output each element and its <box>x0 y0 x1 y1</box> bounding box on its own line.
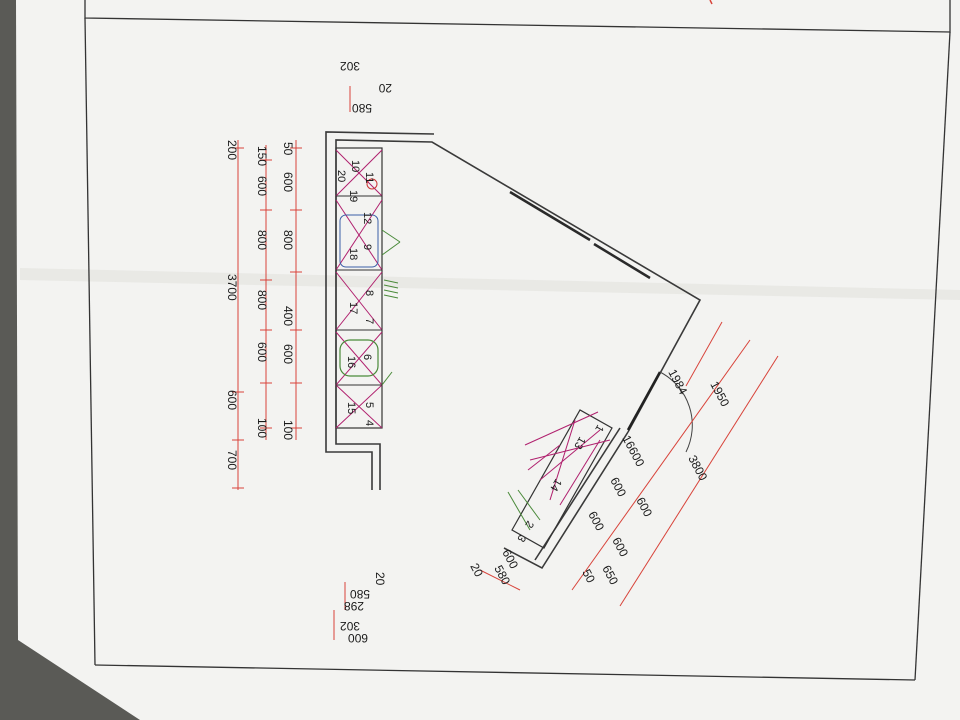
red-line-fragment <box>709 0 713 5</box>
cabinet-number: 9 <box>361 244 373 250</box>
dimension-label: 302 <box>340 59 360 73</box>
dimension-label: 580 <box>350 587 370 601</box>
cabinet-number: 1 <box>592 423 605 434</box>
dimension-label: 400 <box>281 306 295 326</box>
cabinet-number: 13 <box>571 435 588 452</box>
door <box>626 371 693 453</box>
dimension-label: 50 <box>281 142 295 156</box>
dimension-label: 200 <box>225 140 239 160</box>
cabinet-number: 10 <box>349 160 361 172</box>
dimension-label: 600 <box>255 176 269 196</box>
drawing-frame-left <box>84 17 96 666</box>
cabinet-numbers-run-2: 13 14 2 3 1 <box>514 423 605 544</box>
dimension-label: 700 <box>225 450 239 470</box>
cabinet-number: 14 <box>547 477 564 494</box>
cabinet-numbers-run-1: 11 10 20 19 12 9 18 8 17 7 6 16 5 15 4 <box>335 160 375 426</box>
cabinet-run-1 <box>335 147 401 429</box>
cabinet-number: 20 <box>335 170 347 182</box>
drawing-frame-right <box>914 31 951 681</box>
dimension-label: 50 <box>579 567 598 586</box>
bottom-labels: 20 298 580 600 302 <box>340 572 387 645</box>
cabinet-number: 16 <box>345 356 357 368</box>
cabinet-number: 8 <box>363 290 375 296</box>
cabinet-number: 15 <box>345 402 357 414</box>
left-dimension-labels: 50 600 800 400 600 100 150 600 800 800 6… <box>225 140 295 470</box>
cabinet-number: 6 <box>361 354 373 360</box>
dimension-label: 800 <box>255 230 269 250</box>
dimension-label: 3700 <box>225 274 239 301</box>
cabinet-number: 5 <box>363 402 375 408</box>
windows <box>509 190 651 280</box>
dimension-label: 20 <box>467 561 486 580</box>
cabinet-number: 18 <box>347 248 359 260</box>
dimension-label: 600 <box>281 344 295 364</box>
cabinet-number: 17 <box>347 302 359 314</box>
cabinet-number: 3 <box>514 533 527 544</box>
left-dimension-ticks <box>232 147 302 489</box>
top-labels: 20 302 580 <box>340 59 392 115</box>
diagonal-dimension-lines <box>479 321 779 607</box>
cabinet-number: 4 <box>363 420 375 426</box>
dimension-label: 600 <box>255 342 269 362</box>
dimension-label: 800 <box>281 230 295 250</box>
dimension-label: 580 <box>352 101 372 115</box>
cabinet-number: 7 <box>363 318 375 324</box>
dimension-label: 600 <box>281 172 295 192</box>
drawing-frame-bottom <box>94 664 916 681</box>
dimension-label: 20 <box>373 572 387 586</box>
left-dimension-lines <box>237 86 351 640</box>
cabinet-run-2 <box>507 409 613 549</box>
dimension-label: 298 <box>344 599 364 613</box>
cabinet-number: 2 <box>522 519 535 530</box>
dimension-label: 20 <box>378 81 392 95</box>
dimension-label: 150 <box>255 146 269 166</box>
dimension-label: 100 <box>255 418 269 438</box>
cabinet-number: 12 <box>361 212 373 224</box>
dimension-label: 100 <box>281 420 295 440</box>
cabinet-number: 11 <box>363 172 375 183</box>
dimension-label: 600 <box>348 631 368 645</box>
dimension-label: 800 <box>255 290 269 310</box>
dimension-label: 302 <box>340 619 360 633</box>
drawing-frame-top <box>84 0 951 33</box>
cabinet-number: 19 <box>347 190 359 202</box>
dimension-label: 600 <box>225 390 239 410</box>
paper-sheet <box>16 0 960 720</box>
paper-fold <box>20 268 960 300</box>
